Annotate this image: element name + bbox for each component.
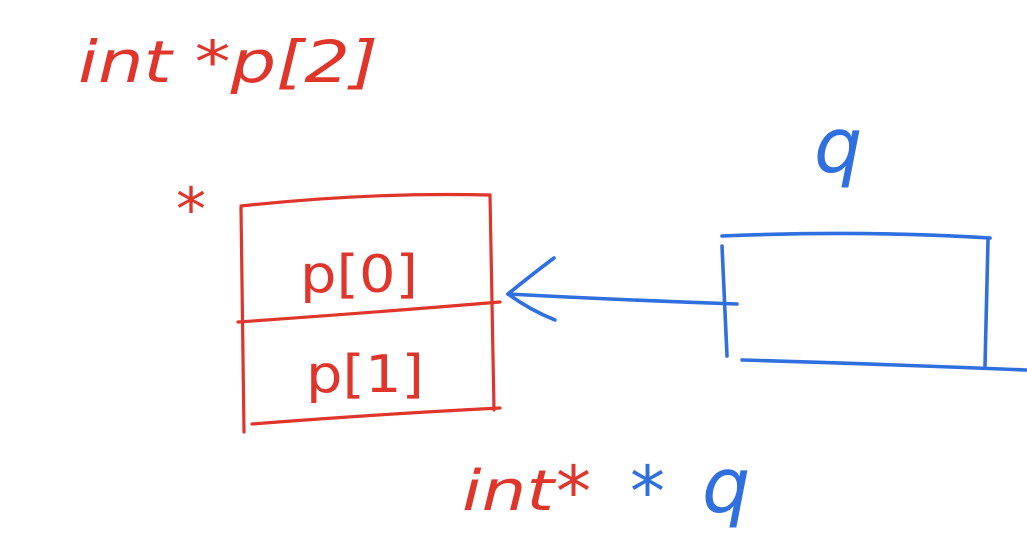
pointer-q-top-label: q: [814, 101, 862, 190]
pointer-q-box: [720, 231, 1027, 372]
array-cell-1-label: p[1]: [306, 345, 424, 405]
declaration-bottom-q-label: q: [702, 441, 750, 530]
array-box: [236, 192, 502, 434]
declaration-bottom-red-star-label: *: [556, 451, 591, 533]
declaration-bottom-blue-star-label: *: [630, 451, 665, 533]
array-cell-0-label: p[0]: [300, 245, 418, 305]
pointer-arrow: [506, 256, 739, 322]
array-star-label: *: [176, 175, 206, 245]
declaration-top-label: int *p[2]: [78, 28, 378, 96]
declaration-bottom-int-label: int: [462, 459, 557, 524]
